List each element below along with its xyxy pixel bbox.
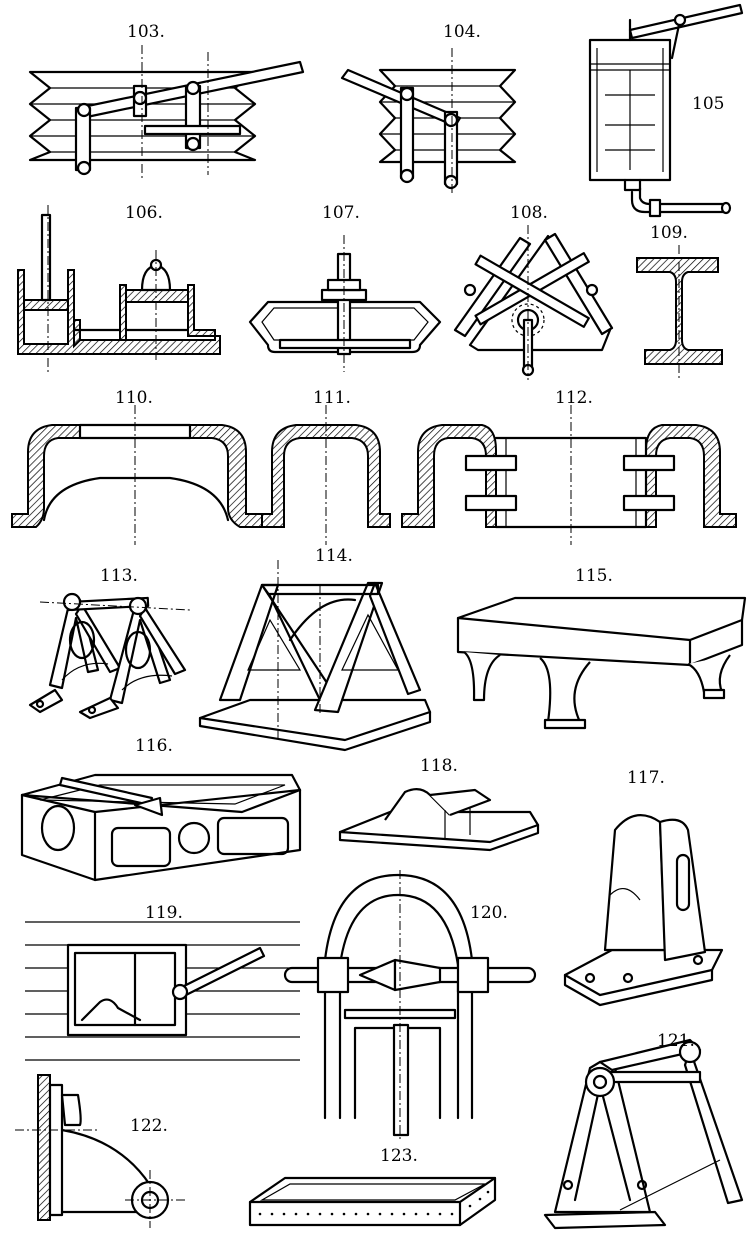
fig-120-arch-bearing-drawing — [283, 870, 537, 1140]
figure-label-118: 118. — [420, 756, 458, 776]
fig-123-riveted-tank-drawing — [248, 1176, 497, 1227]
fig-117-pedestal-drawing — [563, 814, 724, 1007]
fig-105-pump-drawing — [588, 3, 744, 218]
figure-label-119: 119. — [145, 903, 183, 923]
figure-label-122: 122. — [130, 1116, 168, 1136]
figure-label-110: 110. — [115, 388, 153, 408]
fig-118-bearing-plate-drawing — [338, 788, 540, 852]
figure-label-114: 114. — [315, 546, 353, 566]
figure-label-112: 112. — [555, 388, 593, 408]
fig-112-bolted-frame-drawing — [401, 405, 737, 545]
fig-104-bellows-drawing — [340, 48, 517, 195]
fig-121-standard-bracket-drawing — [543, 1038, 744, 1230]
figure-label-120: 120. — [470, 903, 508, 923]
fig-114-a-frame-bearing-drawing — [198, 560, 432, 752]
figure-label-103: 103. — [127, 22, 165, 42]
fig-108-star-frame-drawing — [453, 225, 614, 380]
fig-119-wall-opening-drawing — [25, 921, 300, 1061]
figure-label-111: 111. — [313, 388, 351, 408]
figure-label-106: 106. — [125, 203, 163, 223]
figure-label-116: 116. — [135, 736, 173, 756]
figure-label-117: 117. — [627, 768, 665, 788]
fig-113-twin-trestle-drawing — [28, 592, 191, 720]
figure-label-123: 123. — [380, 1146, 418, 1166]
fig-106-cylinder-section-drawing — [17, 205, 221, 375]
figure-label-104: 104. — [443, 22, 481, 42]
figure-label-113: 113. — [100, 566, 138, 586]
figure-label-115: 115. — [575, 566, 613, 586]
figure-label-109: 109. — [650, 223, 688, 243]
fig-115-bed-plate-drawing — [456, 596, 747, 730]
fig-111-frame-section-drawing — [261, 405, 391, 545]
fig-103-bellows-drawing — [28, 45, 305, 180]
figure-label-108: 108. — [510, 203, 548, 223]
figure-label-105: 105 — [692, 94, 725, 114]
figure-label-121: 121. — [657, 1031, 695, 1051]
fig-110-frame-section-drawing — [11, 405, 263, 545]
figure-label-107: 107. — [322, 203, 360, 223]
fig-109-i-beam-drawing — [636, 245, 723, 378]
fig-107-vessel-section-drawing — [248, 235, 442, 372]
fig-122-wall-bracket-drawing — [15, 1074, 185, 1228]
fig-116-box-frame-drawing — [20, 773, 302, 882]
